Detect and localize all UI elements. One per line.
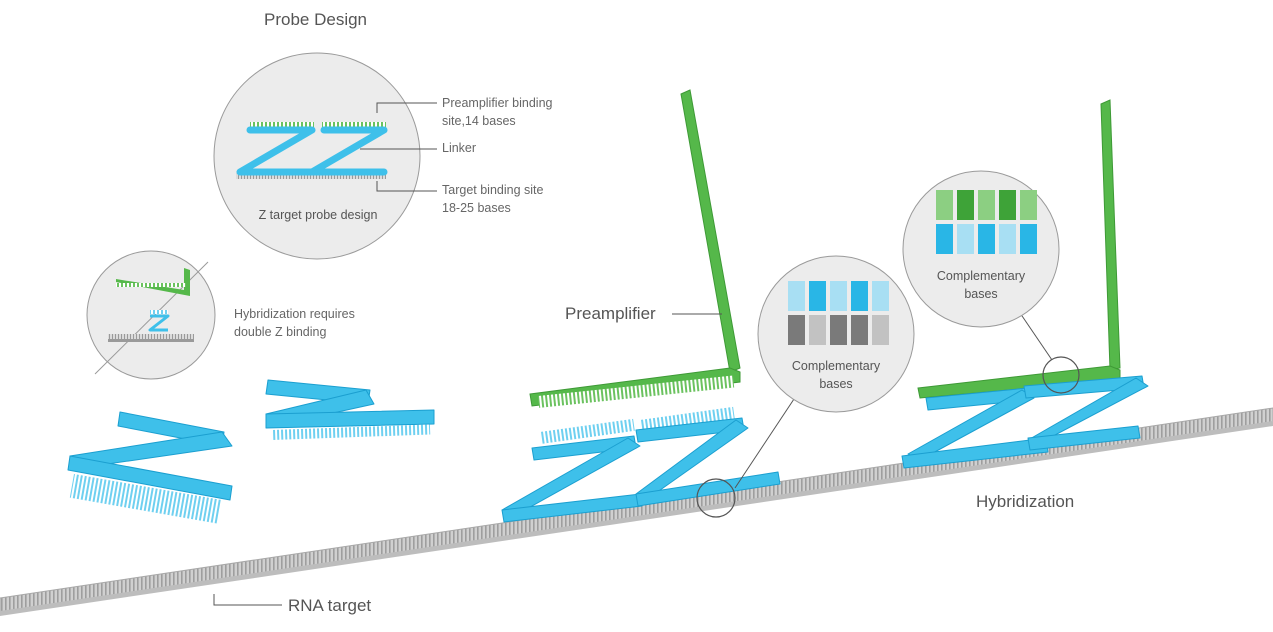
loose-z-probe-2 (265, 379, 435, 440)
preamplifier-binding-label: Preamplifier binding site,14 bases (442, 94, 552, 130)
complementary-bases-circle-1 (696, 255, 915, 518)
target-binding-label: Target binding site 18-25 bases (442, 181, 543, 217)
complementary-2-line1: Complementary (936, 269, 1026, 283)
complementary-2-line2: bases (964, 287, 998, 301)
complementary-bases-circle-2 (902, 170, 1080, 394)
double-z-line2: double Z binding (234, 325, 327, 339)
double-z-label: Hybridization requires double Z binding (234, 305, 355, 341)
preamp-binding-line1: Preamplifier binding (442, 96, 553, 110)
linker-label: Linker (442, 141, 477, 155)
loose-z-probe-1 (67, 411, 233, 524)
complementary-bases-label-2: Complementary bases (921, 267, 1041, 303)
base-pairs-green-blue (936, 190, 1037, 254)
target-binding-line1: Target binding site (442, 183, 544, 197)
rna-target-leader (213, 594, 282, 606)
complementary-bases-label-1: Complementary bases (776, 357, 896, 393)
double-z-line1: Hybridization requires (234, 307, 355, 321)
zz-probes-right (901, 375, 1149, 469)
target-binding-line2: 18-25 bases (442, 201, 511, 215)
zz-probes-middle (501, 406, 781, 523)
base-pairs-blue-gray (788, 281, 889, 345)
z-target-probe-caption: Z target probe design (258, 208, 378, 222)
rna-target-label: RNA target (288, 596, 372, 615)
preamplifier-middle (529, 89, 741, 408)
preamp-binding-line2: site,14 bases (442, 114, 516, 128)
preamplifier-label: Preamplifier (565, 304, 656, 323)
z-probe-pair-small (236, 126, 388, 176)
double-z-binding-circle (86, 250, 216, 380)
probe-design-title: Probe Design (264, 10, 368, 29)
probe-design-circle (213, 52, 437, 260)
hybridization-label: Hybridization (976, 492, 1075, 511)
complementary-1-line2: bases (819, 377, 853, 391)
complementary-1-line1: Complementary (791, 359, 881, 373)
